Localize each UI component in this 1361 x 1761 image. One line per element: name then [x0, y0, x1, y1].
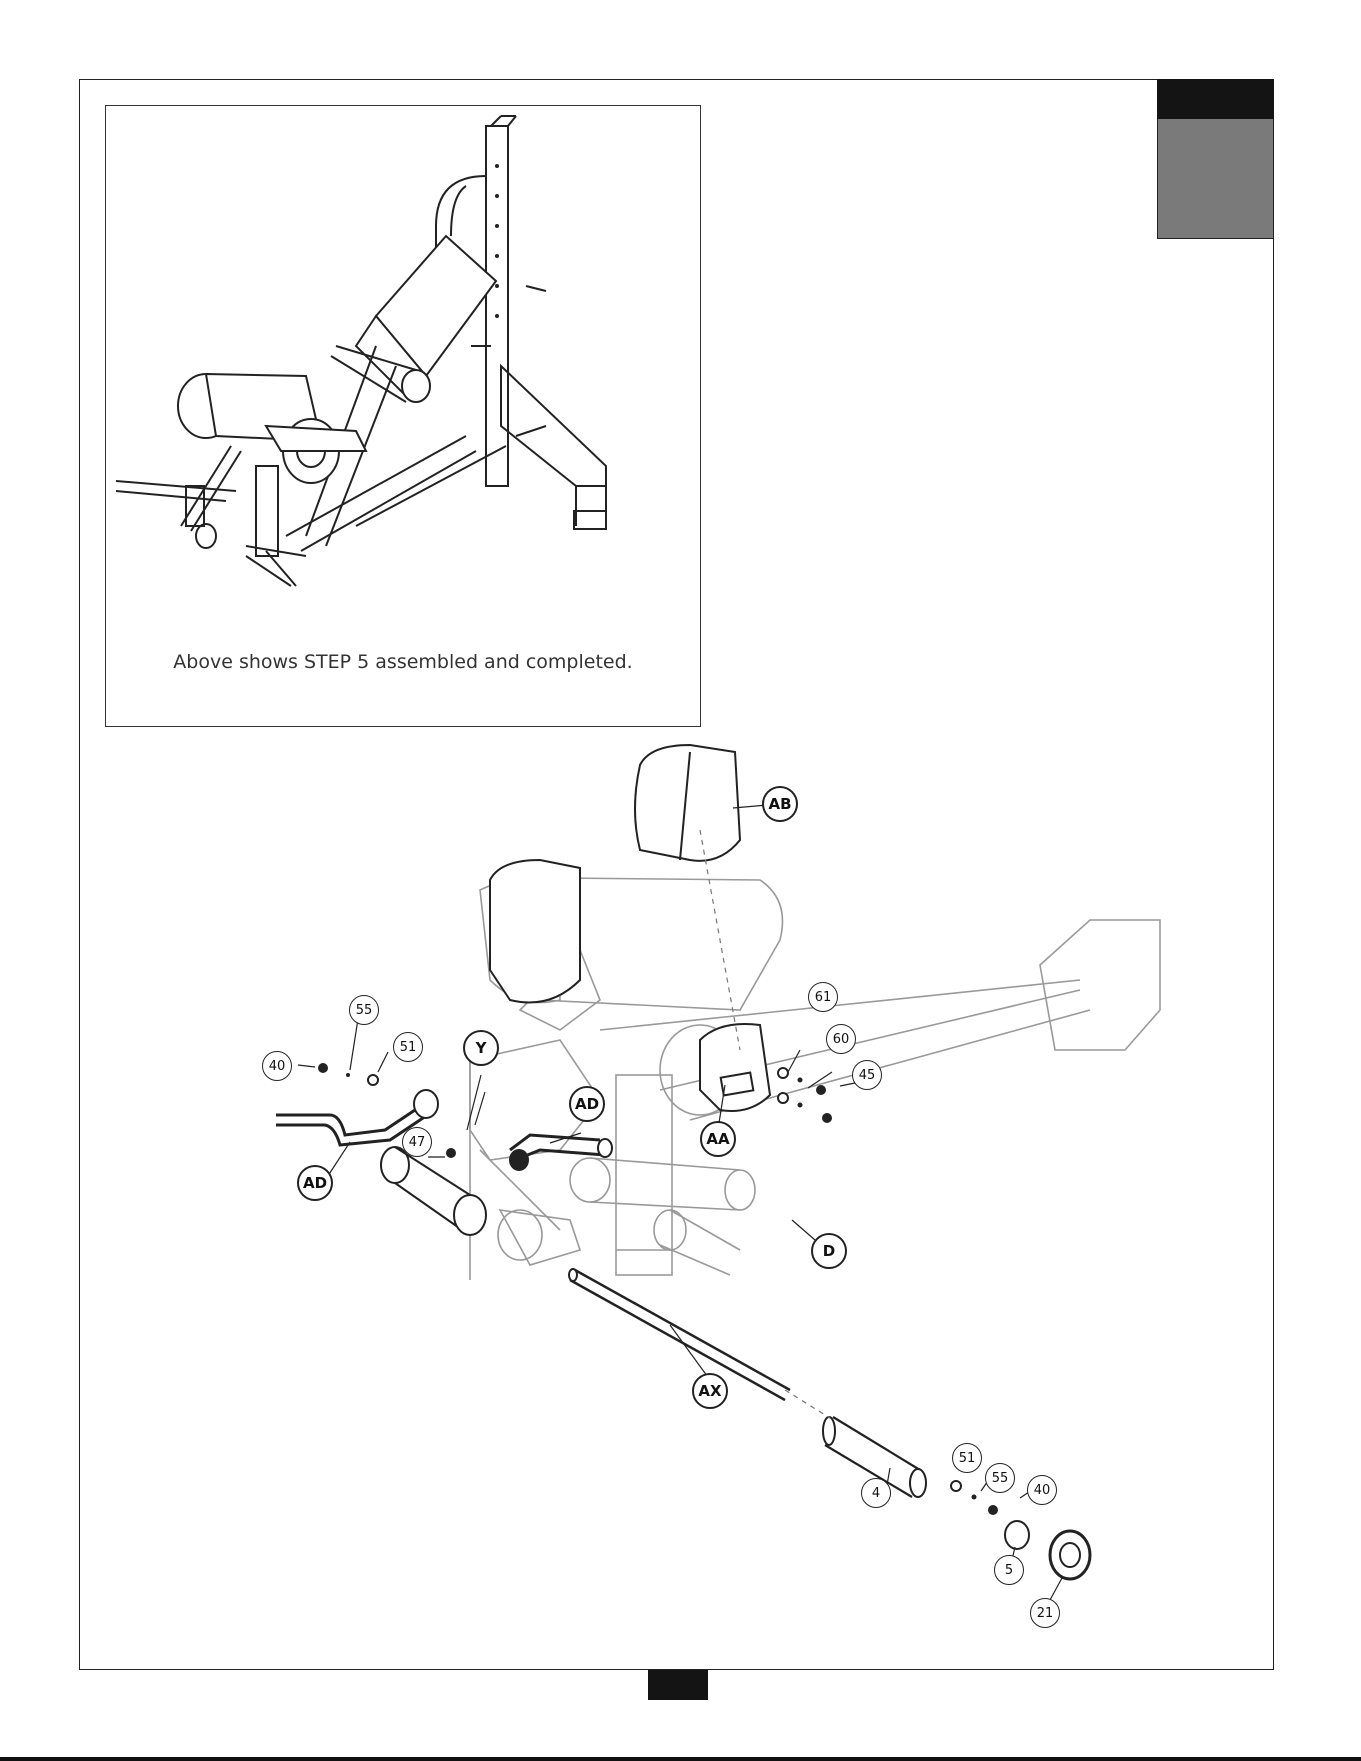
callout-45: 45 [852, 1060, 882, 1090]
main-tube-d [600, 980, 1080, 1030]
pad-ab [635, 745, 740, 861]
callout-ad-left: AD [297, 1165, 333, 1201]
pad-left [490, 860, 580, 1003]
callout-5: 5 [994, 1555, 1024, 1585]
page-number-tab [648, 1670, 708, 1700]
rear-mount-plate [1040, 920, 1160, 1050]
callout-40-top: 40 [262, 1051, 292, 1081]
pad-aa [700, 1024, 770, 1111]
bar-ax [575, 1270, 790, 1390]
callout-ab: AB [762, 786, 798, 822]
callout-61: 61 [808, 982, 838, 1012]
callout-y: Y [463, 1030, 499, 1066]
sleeve-4 [833, 1417, 920, 1470]
callout-d: D [811, 1233, 847, 1269]
callout-4: 4 [861, 1478, 891, 1508]
center-post [616, 1075, 672, 1275]
handle-ad-mid [510, 1135, 600, 1150]
cap-5 [1005, 1521, 1029, 1549]
callout-51-bottom: 51 [952, 1443, 982, 1473]
callout-aa: AA [700, 1121, 736, 1157]
callout-40-bottom: 40 [1027, 1475, 1057, 1505]
callout-47: 47 [402, 1127, 432, 1157]
callout-21: 21 [1030, 1598, 1060, 1628]
callout-ax: AX [692, 1373, 728, 1409]
callout-ad-mid: AD [569, 1086, 605, 1122]
callout-55-bottom: 55 [985, 1463, 1015, 1493]
callout-55-top: 55 [349, 995, 379, 1025]
callout-51-top: 51 [393, 1032, 423, 1062]
bottom-rule [0, 1757, 1361, 1761]
callout-60: 60 [826, 1024, 856, 1054]
